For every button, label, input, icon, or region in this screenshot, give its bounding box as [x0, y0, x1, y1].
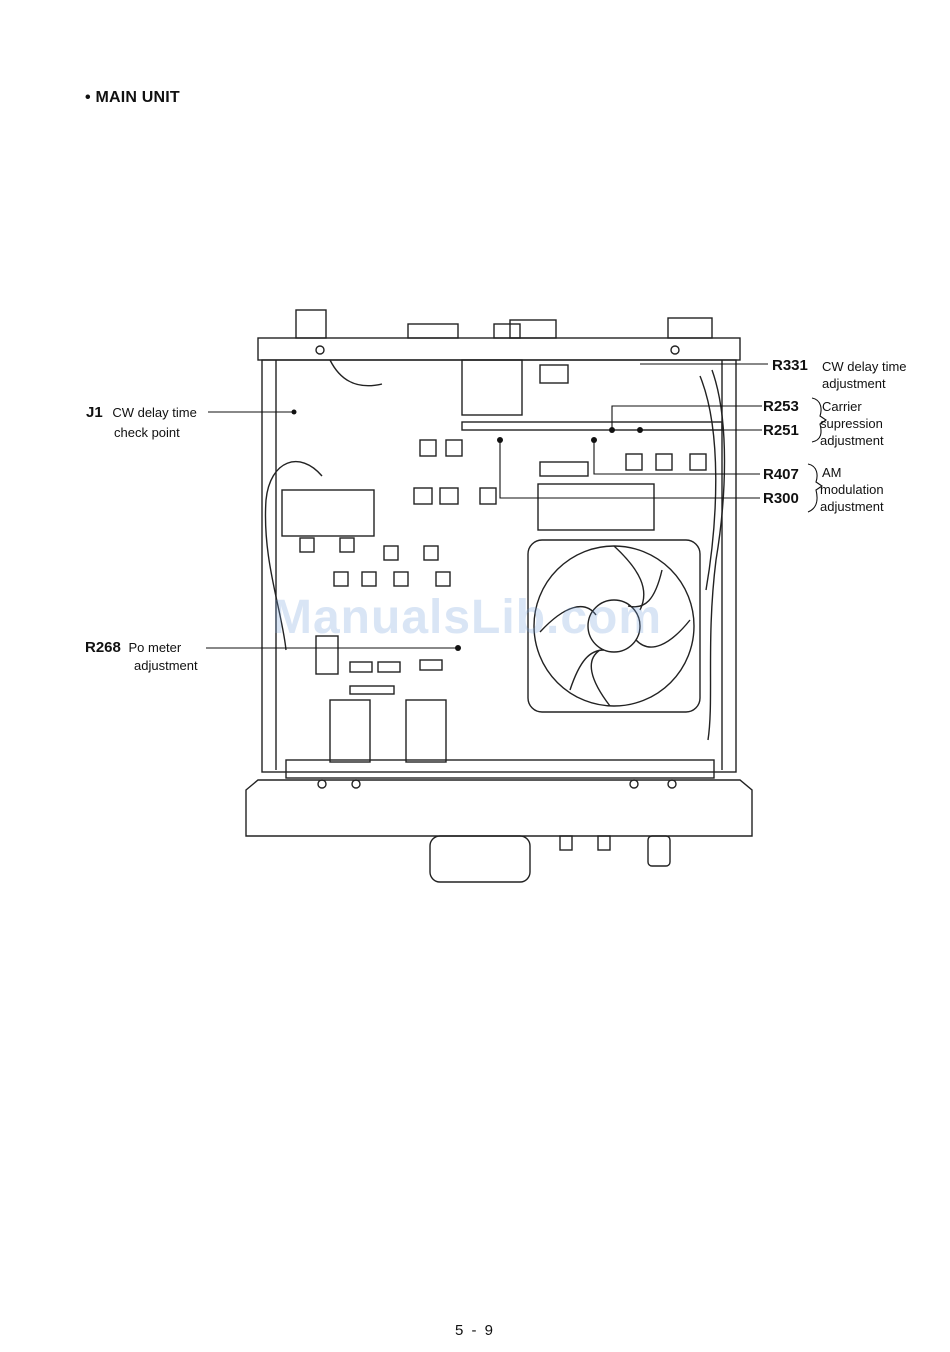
- shield-small: [540, 462, 588, 476]
- front-panel-bezel: [286, 760, 714, 778]
- ref-r268: R268: [85, 639, 121, 656]
- tuning-knob: [430, 836, 530, 882]
- pcb-right: [540, 365, 568, 383]
- r300-leader: [500, 440, 760, 498]
- chassis-rear-rail: [258, 338, 740, 360]
- front-knob-1: [560, 836, 572, 850]
- rear-connector-1: [408, 324, 458, 338]
- wing-nut: [296, 310, 326, 338]
- rear-connector-3: [510, 320, 556, 338]
- ref-r331: R331: [772, 357, 808, 374]
- watermark: ManualsLib.com: [272, 590, 662, 645]
- ref-r251: R251: [763, 422, 799, 439]
- r407-leader: [594, 440, 760, 474]
- callout-j1: J1 CW delay time: [86, 404, 197, 421]
- am-desc-3: adjustment: [820, 498, 884, 515]
- carrier-desc-3: adjustment: [820, 432, 884, 449]
- ref-r407: R407: [763, 466, 799, 483]
- carrier-desc-1: Carrier: [822, 398, 862, 415]
- ref-r300: R300: [763, 490, 799, 507]
- module-left: [282, 490, 374, 536]
- shield-board: [538, 484, 654, 530]
- ref-j1: J1: [86, 404, 103, 421]
- r268-desc-2: adjustment: [134, 657, 198, 674]
- front-knob-2: [598, 836, 610, 850]
- r331-desc-1: CW delay time: [822, 358, 907, 375]
- carrier-desc-2: supression: [820, 415, 883, 432]
- ribbon-connector-2: [406, 700, 446, 762]
- am-desc-2: modulation: [820, 481, 884, 498]
- am-desc-1: AM: [822, 464, 842, 481]
- front-knob-3: [648, 836, 670, 866]
- rear-connector-4: [668, 318, 712, 338]
- board-strip: [462, 422, 722, 430]
- page-number: 5 - 9: [0, 1322, 950, 1339]
- callout-r268: R268 Po meter: [85, 639, 181, 656]
- r253-leader: [612, 406, 762, 430]
- j1-desc-2: check point: [114, 424, 180, 441]
- r268-desc-1: Po meter: [128, 640, 181, 655]
- ribbon-connector-1: [330, 700, 370, 762]
- pcb-top: [462, 360, 522, 415]
- j1-desc-1: CW delay time: [112, 405, 197, 420]
- rear-connector-2: [494, 324, 520, 338]
- potentiometer-row: [300, 440, 706, 586]
- r331-desc-2: adjustment: [822, 375, 886, 392]
- ref-r253: R253: [763, 398, 799, 415]
